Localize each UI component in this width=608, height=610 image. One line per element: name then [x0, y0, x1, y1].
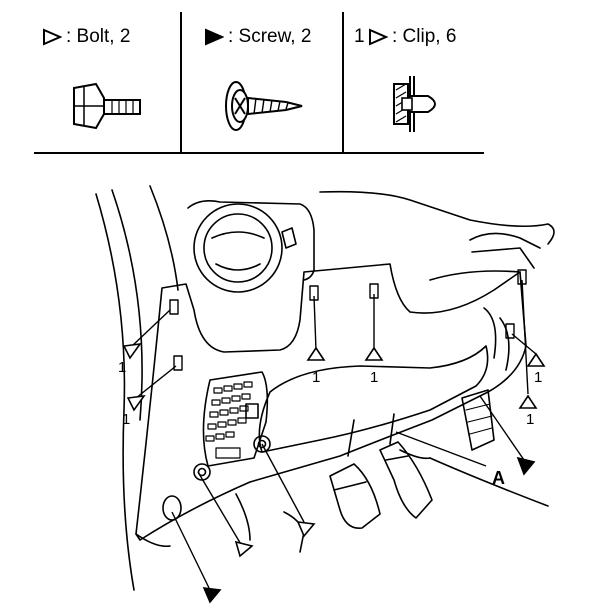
- clip-number-label: 1: [312, 369, 320, 386]
- legend-underline: [182, 152, 342, 154]
- bolt-markers: [234, 521, 316, 558]
- dashboard-lower-cover-diagram: 1 1 1 1 1 1 A: [95, 185, 555, 604]
- open-triangle-icon: [518, 394, 538, 409]
- clip-markers: [122, 342, 546, 412]
- legend-label-clip-prefix: 1: [354, 26, 365, 47]
- screw-icon: [225, 81, 303, 131]
- steering-column: [187, 200, 315, 293]
- open-triangle-icon: [122, 342, 142, 360]
- clip-number-label: 1: [370, 369, 378, 386]
- open-triangle-icon: [43, 28, 62, 46]
- open-triangle-icon: [364, 346, 384, 361]
- door-frame-lines: [95, 185, 179, 591]
- legend-underline: [344, 152, 484, 154]
- pedals: [283, 389, 495, 553]
- legend-label-clip: : Clip, 6: [392, 26, 457, 47]
- open-triangle-icon: [369, 28, 388, 46]
- open-triangle-icon: [296, 521, 316, 538]
- clip-number-label: 1: [122, 411, 130, 428]
- open-triangle-icon: [526, 352, 546, 367]
- clip-slots: [169, 269, 527, 371]
- open-triangle-icon: [234, 540, 254, 558]
- legend-cell-clip: 1 : Clip, 6: [344, 16, 484, 154]
- fuse-box: [202, 371, 269, 467]
- legend-label-screw: : Screw, 2: [228, 26, 312, 47]
- filled-triangle-icon: [205, 28, 224, 46]
- clip-number-label: 1: [534, 369, 542, 386]
- floor-contour: [135, 449, 549, 548]
- legend-divider: [342, 12, 344, 154]
- legend-cell-bolt: : Bolt, 2: [34, 16, 180, 154]
- dashboard-upper-edge: [319, 190, 555, 281]
- part-a-label: A: [492, 468, 505, 488]
- screw-markers: [202, 456, 536, 604]
- open-triangle-icon: [306, 346, 326, 361]
- legend-cell-screw: : Screw, 2: [182, 16, 342, 154]
- legend-divider: [180, 12, 182, 154]
- open-triangle-icon: [126, 394, 146, 412]
- filled-triangle-icon: [202, 587, 222, 604]
- lower-cover-panel[interactable]: [135, 263, 527, 541]
- clip-icon: [393, 76, 436, 132]
- legend-underline: [34, 152, 180, 154]
- filled-triangle-icon: [516, 456, 536, 476]
- fastener-legend: : Bolt, 2 : Screw, 2: [0, 0, 608, 160]
- clip-number-label: 1: [118, 359, 126, 376]
- bolt-icon: [73, 82, 141, 130]
- legend-label-bolt: : Bolt, 2: [66, 26, 131, 47]
- callout-leaders: [131, 279, 537, 591]
- clip-number-label: 1: [526, 411, 534, 428]
- callout-labels: 1 1 1 1 1 1 A: [118, 359, 542, 488]
